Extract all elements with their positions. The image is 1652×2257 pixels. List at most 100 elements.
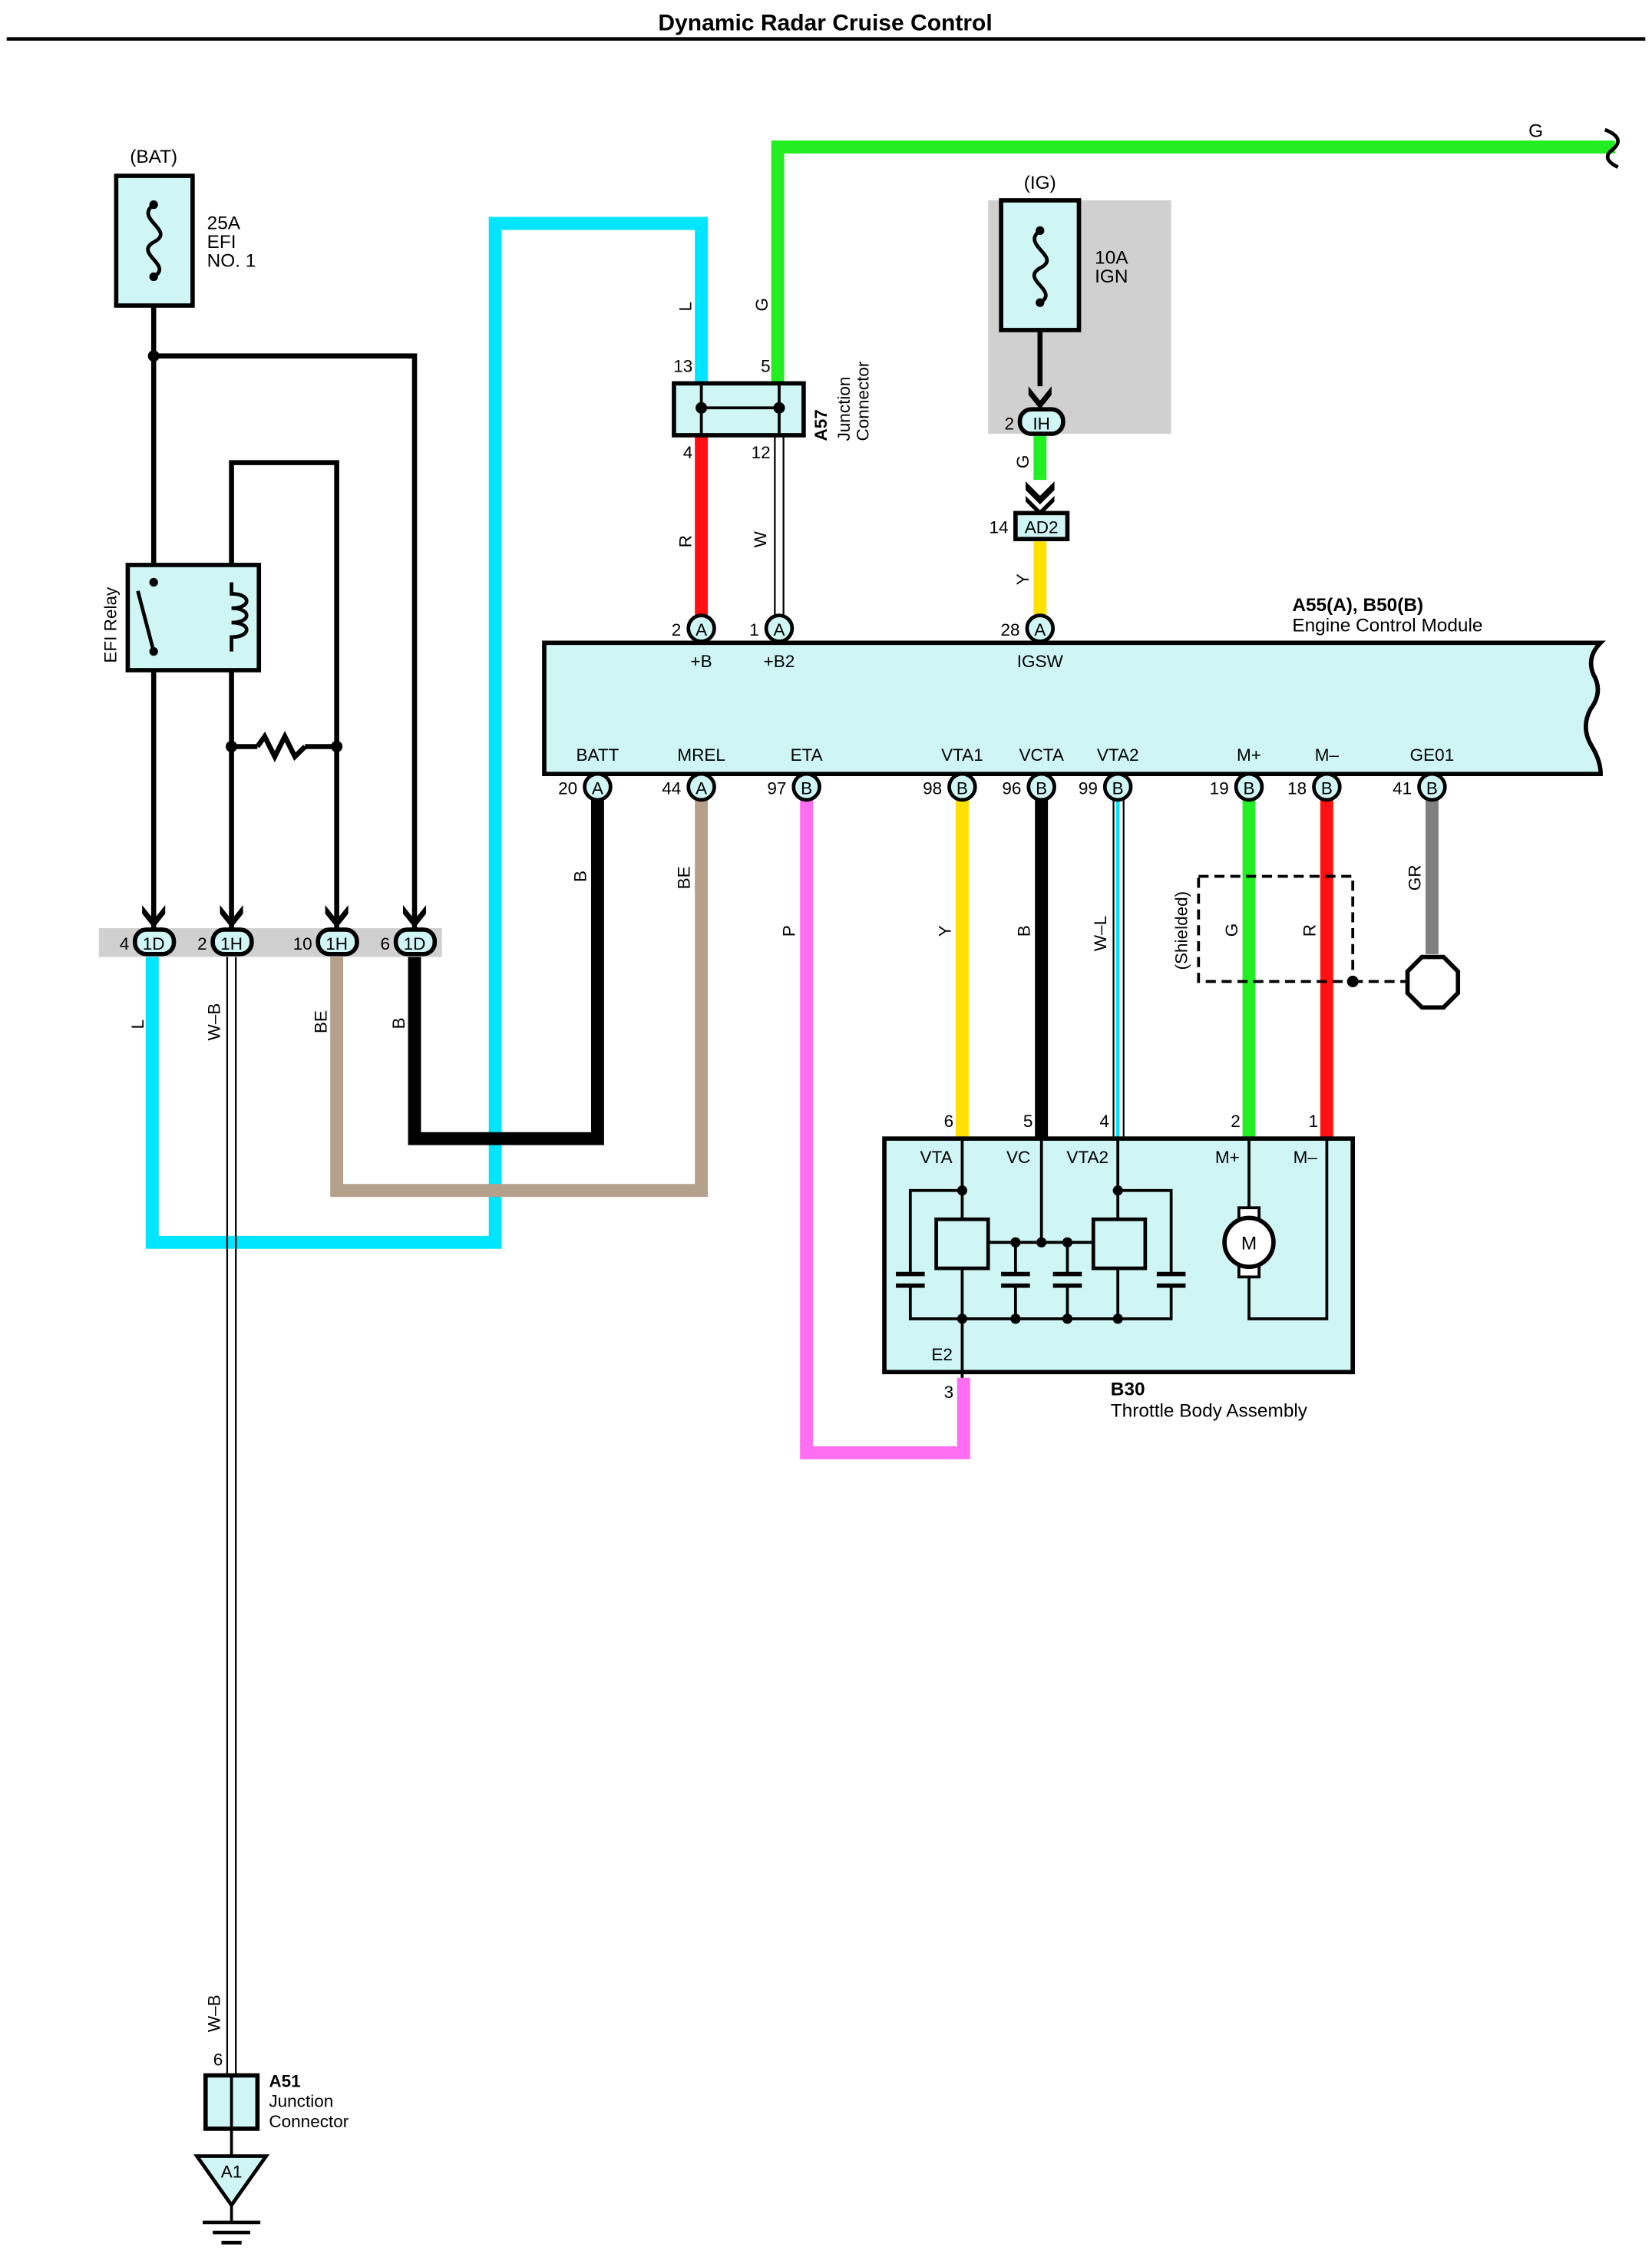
a51-name1: Junction (269, 2092, 333, 2111)
efi-relay-box (125, 563, 262, 672)
dot-g3 (1062, 1314, 1073, 1324)
wire-b-batt (408, 799, 604, 1145)
ecm-bpin-1-conn: A (695, 778, 707, 798)
throttle-pin-4: 4 (1099, 1112, 1109, 1131)
shielded-label: (Shielded) (1171, 891, 1191, 970)
ig-fuse-icon (1032, 229, 1049, 305)
ecm-pin-2-circle (686, 613, 716, 643)
ecm-bpin-3-wire: Y (935, 925, 954, 937)
arrow-icon (325, 905, 349, 929)
ecm-bpin-6-circle (1234, 772, 1264, 802)
ecm-bottom-pin-batt: BATT A 20 B (558, 745, 620, 882)
throttle-label-mplus: M+ (1215, 1148, 1240, 1167)
ih-pin-conn: IH (1032, 414, 1050, 433)
jb-pin-4-1d: 1D 4 (120, 905, 177, 957)
throttle-pin-1: 1 (1309, 1112, 1319, 1131)
motor-label: M (1241, 1234, 1257, 1254)
wire-g-top (771, 140, 1615, 384)
ecm-bpin-7-num: 18 (1287, 778, 1307, 798)
relay-coil-feed (229, 460, 339, 929)
page-title: Dynamic Radar Cruise Control (658, 10, 992, 35)
throttle-e2-pin: 3 (944, 1383, 954, 1402)
throttle-name: Throttle Body Assembly (1111, 1400, 1308, 1421)
ecm-bpin-0-wire: B (570, 871, 590, 882)
junction-block-pins: 1D 4 1H 2 1H 10 1D 6 (120, 905, 438, 957)
dot-c2 (1010, 1237, 1021, 1247)
ecm-bpin-8-circle (1417, 772, 1447, 802)
ecm-bpin-0-num: 20 (558, 778, 577, 798)
throttle-pin-2: 2 (1231, 1112, 1241, 1131)
ecm-id: A55(A), B50(B) (1292, 595, 1423, 616)
ad2-pin: 14 (989, 518, 1008, 537)
wire-g-break (1604, 127, 1620, 169)
bat-fuse-name1: EFI (207, 232, 236, 253)
ecm-bpin-5-conn: B (1112, 778, 1124, 798)
ecm-bpin-8-wire: GR (1405, 864, 1424, 891)
a57-pin-13: 13 (673, 356, 692, 375)
ad2-conn: AD2 (1025, 518, 1059, 537)
ecm-pin-2-num: 2 (672, 620, 682, 639)
ig-group-label: (IG) (1024, 173, 1056, 193)
ecm-box (542, 640, 1606, 776)
arrow-icon (142, 905, 166, 929)
ecm-bpin-6-label: M+ (1237, 745, 1261, 765)
a51-ground: A1 (221, 2163, 243, 2182)
resistor (255, 731, 307, 762)
ecm-bottom-pin-vta1: VTA1 B 98 Y (923, 745, 983, 937)
ecm-bottom-pin-vcta: VCTA B 96 B (1002, 745, 1064, 937)
dot-g1 (957, 1314, 967, 1324)
relay-contact-top (149, 577, 158, 587)
arrow-icon (402, 905, 427, 929)
ecm-bpin-2-conn: B (801, 778, 812, 798)
chevron-down-icon (1026, 481, 1055, 505)
jb-wire-b: B (389, 1017, 408, 1029)
ecm-bpin-2-wire: P (780, 925, 799, 937)
jb-pin-2-oval (210, 927, 254, 957)
ecm-pin-1-conn: A (773, 620, 785, 639)
g-top-label: G (1528, 121, 1543, 141)
ecm-bpin-0-conn: A (592, 778, 603, 798)
jb-wire-l: L (128, 1019, 147, 1029)
ecm-pin-1-label: +B2 (764, 652, 795, 671)
ecm-bpin-8-num: 41 (1393, 778, 1412, 798)
ecm-bpin-5-wire: W–L (1091, 916, 1110, 951)
motor-icon (1222, 1215, 1276, 1270)
ig-fuse-name: IGN (1095, 266, 1128, 287)
bat-group-label: (BAT) (130, 147, 177, 167)
ecm-pin-1-circle (764, 613, 795, 643)
ecm-bpin-4-num: 96 (1002, 778, 1021, 798)
a57-name1: Junction (834, 377, 854, 441)
ecm-bpin-0-label: BATT (576, 745, 619, 765)
bat-branch (154, 353, 418, 929)
jb-wire-be: BE (311, 1010, 330, 1033)
ecm-bpin-4-wire: B (1015, 925, 1034, 937)
ecm-bottom-pin-vta2: VTA2 B 99 W–L (1079, 745, 1139, 951)
ecm-bpin-7-conn: B (1321, 778, 1333, 798)
a57-wire-g: G (752, 298, 771, 312)
a57-wire-w: W (751, 530, 770, 547)
ecm-pin-2-label: +B (691, 652, 712, 671)
ecm-bpin-6-num: 19 (1210, 778, 1229, 798)
ecm-bpin-2-circle (791, 772, 821, 802)
ecm-bpin-2-label: ETA (791, 745, 823, 765)
ad2-wire-y: Y (1013, 573, 1032, 585)
ecm-pin-2-conn: A (695, 620, 707, 639)
ecm-bottom-pin-mminus: M– B 18 R (1287, 745, 1342, 937)
throttle-junction-dots (957, 1185, 1123, 1324)
ecm-bottom-pin-mrel: MREL A 44 BE (662, 745, 725, 889)
cap-1-return (908, 1287, 963, 1320)
dot-g4 (1112, 1314, 1123, 1324)
a51-pin: 6 (213, 2050, 223, 2069)
ecm-bpin-8-conn: B (1426, 778, 1438, 798)
ecm-bpin-0-circle (583, 772, 613, 802)
dot-vta2 (1112, 1185, 1123, 1196)
wire-be (330, 799, 709, 1198)
cap-4-lead (1118, 1188, 1173, 1273)
ecm-bottom-pin-mplus: M+ B 19 G (1210, 745, 1264, 937)
ad2-box (1013, 511, 1070, 541)
ih-pin-oval (1017, 407, 1066, 436)
ecm-top-pin-plusb2: A 1 +B2 (749, 613, 795, 671)
ecm-bpin-7-circle (1312, 772, 1342, 802)
shield-dot (1346, 975, 1359, 988)
bat-fuse-name2: NO. 1 (207, 250, 256, 271)
